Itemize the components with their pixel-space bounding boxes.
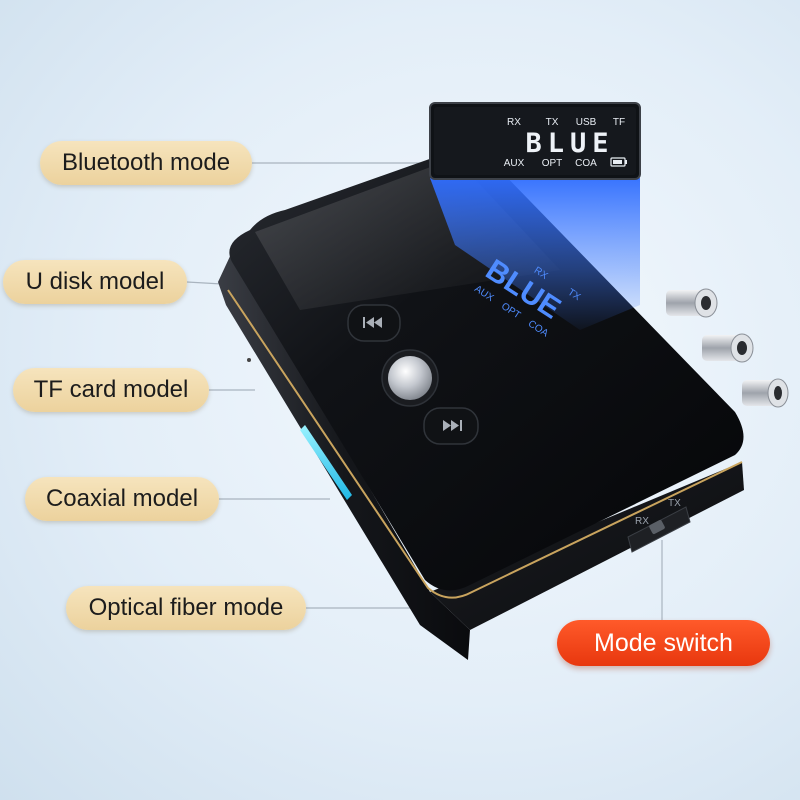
indicator-rx: RX [507,117,521,128]
indicator-coa: COA [575,158,597,169]
switch-label-rx: RX [635,516,649,527]
leader-line-udisk [186,281,223,285]
rca-connector-1 [666,288,718,318]
display-beam [430,178,640,330]
indicator-opt: OPT [542,158,563,169]
label-coaxial-model: Coaxial model [25,477,219,521]
device [218,149,744,660]
indicator-usb: USB [576,117,597,128]
label-bluetooth-mode: Bluetooth mode [40,141,252,185]
label-tf-card-model: TF card model [13,368,209,412]
device-right-face [430,462,744,630]
display-panel: RX TX USB TF AUX OPT COA BLUE [429,102,641,180]
gold-trim [227,289,743,599]
battery-icon [610,157,627,167]
leader-lines [186,162,663,620]
switch-label-tx: TX [668,498,681,509]
rca-connector-3 [742,378,789,408]
previous-track-icon [363,317,382,328]
mode-switch-toggle[interactable] [648,519,665,534]
rca-connector-2 [702,333,754,363]
display-main-text: BLUE [525,128,614,159]
indicator-tf: TF [613,117,625,128]
status-led [300,425,352,500]
indicator-tx: TX [546,117,559,128]
mic-hole [247,358,251,362]
controls [347,304,479,445]
mode-switch: RX TX [627,498,691,553]
label-optical-fiber-mode: Optical fiber mode [66,586,306,630]
next-track-icon [443,420,462,431]
indicator-aux: AUX [504,158,525,169]
play-pause-knob[interactable] [388,356,432,400]
label-udisk-model: U disk model [3,260,187,304]
rca-connectors [666,288,789,408]
label-mode-switch: Mode switch [557,620,770,666]
